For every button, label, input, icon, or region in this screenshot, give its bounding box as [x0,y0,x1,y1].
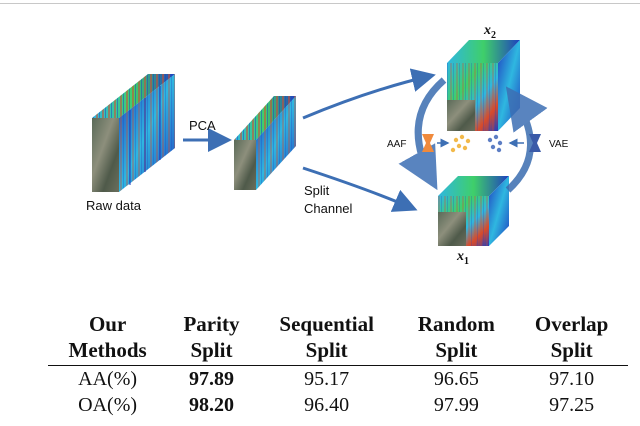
vae-icon [529,134,541,152]
pca-cube [234,96,296,190]
table-cell: 97.99 [433,394,479,416]
table-cell: 96.65 [433,368,479,390]
cycle-arrow-right [505,86,548,193]
row-label: AA(%) [78,368,138,390]
pipeline-diagram: Raw data PCA Split Channel x2 [86,23,569,267]
x2-label: x2 [483,23,496,41]
x1-cube [438,176,509,246]
vae-label: VAE [549,139,569,150]
aaf-latent-dots-icon [450,134,471,153]
aaf-label: AAF [387,139,406,150]
raw-data-cube [92,74,175,192]
raw-data-label: Raw data [86,198,142,213]
top-rule [0,3,640,4]
channel-label: Channel [304,201,353,216]
table-cell: 98.20 [188,394,234,416]
arrow-to-x2 [302,68,436,120]
aaf-icon [422,134,434,152]
cycle-arrow-left [398,77,447,191]
pca-label: PCA [189,118,216,133]
x2-cube [447,40,520,131]
table-cell: 96.40 [304,394,350,416]
table-cell: 95.17 [304,368,350,390]
split-label: Split [304,183,330,198]
arrow-to-x1 [302,166,418,212]
table-cell: 97.10 [549,368,595,390]
table-row: OA(%) 98.20 96.40 97.99 97.25 [48,392,628,418]
table-cell: 97.25 [549,394,595,416]
x1-label: x1 [456,249,469,267]
table-row: AA(%) 97.89 95.17 96.65 97.10 [48,366,628,393]
table-cell: 97.89 [188,368,234,390]
row-label: OA(%) [78,394,138,416]
vae-latent-dots-icon [487,134,503,153]
